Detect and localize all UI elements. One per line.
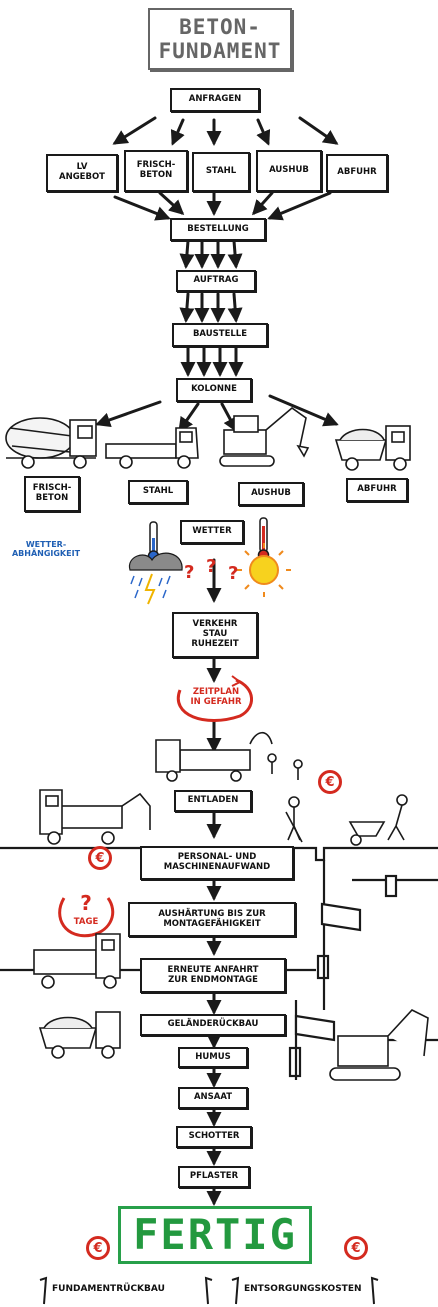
arrow: [268, 394, 339, 427]
euro-icon: €: [88, 846, 112, 870]
arrow: [112, 116, 157, 145]
step-abfuhr: ABFUHR: [326, 154, 388, 192]
vehicles-sketch: [5, 406, 411, 471]
arrow: [298, 116, 339, 145]
arrow: [227, 239, 243, 269]
step-wetter: WETTER: [180, 520, 244, 544]
arrow: [179, 239, 195, 269]
arrow: [178, 402, 200, 433]
step-verkehr: VERKEHR STAU RUHEZEIT: [172, 612, 258, 658]
arrow: [158, 191, 185, 216]
step-frischbeton: FRISCH- BETON: [124, 150, 188, 192]
lower-sketches: [33, 933, 429, 1081]
tage-swoosh: [58, 897, 115, 938]
step-aushaertung: AUSHÄRTUNG BIS ZUR MONTAGEFÄHIGKEIT: [128, 902, 296, 937]
step-auftrag: AUFTRAG: [176, 270, 256, 292]
arrow: [251, 191, 274, 216]
step-anfahrt: ERNEUTE ANFAHRT ZUR ENDMONTAGE: [140, 958, 286, 993]
step-pflaster: PFLASTER: [178, 1166, 250, 1188]
euro-icon: €: [344, 1236, 368, 1260]
bottom-brackets: [39, 1276, 379, 1305]
arrow: [113, 195, 171, 221]
step-entladen: ENTLADEN: [174, 790, 252, 812]
step-schotter: SCHOTTER: [176, 1126, 252, 1148]
step-baustelle: BAUSTELLE: [172, 323, 268, 347]
arrow: [179, 292, 195, 323]
vehicle-label-abfuhr: ABFUHR: [346, 478, 408, 502]
wetterabhaengigkeit-label: WETTER- ABHÄNGIGKEIT: [11, 540, 81, 559]
step-aushub: AUSHUB: [256, 150, 322, 192]
arrow: [267, 191, 332, 221]
unloading-sketch: [39, 731, 408, 846]
vehicle-label-frischbeton: FRISCH- BETON: [24, 476, 80, 512]
weather-sketch: [128, 517, 291, 605]
question-mark: ?: [206, 556, 217, 577]
question-mark: ?: [184, 562, 195, 583]
question-mark: ?: [228, 563, 239, 584]
tage-label: TAGE: [73, 917, 99, 927]
euro-icon: €: [86, 1236, 110, 1260]
euro-icon: €: [318, 770, 342, 794]
zeitplan-swoosh: [176, 678, 253, 723]
mixer-truck: [5, 417, 97, 469]
arrow: [256, 118, 271, 146]
flatbed-truck: [105, 427, 199, 469]
page-title: BETON- FUNDAMENT: [148, 8, 292, 70]
excavator: [219, 406, 310, 467]
tage-question-mark: ?: [80, 891, 92, 915]
vehicle-label-aushub: AUSHUB: [238, 482, 304, 506]
step-gelaenderueckbau: GELÄNDERÜCKBAU: [140, 1014, 286, 1036]
arrow: [95, 400, 162, 428]
vehicle-label-stahl: STAHL: [128, 480, 188, 504]
arrow: [227, 292, 243, 323]
dump-truck: [334, 425, 411, 471]
arrow: [170, 118, 185, 146]
step-humus: HUMUS: [178, 1047, 248, 1068]
bottom-item-entsorgungskosten: ENTSORGUNGSKOSTEN: [244, 1284, 362, 1294]
step-ansaat: ANSAAT: [178, 1087, 248, 1109]
bottom-item-fundamentrueckbau: FUNDAMENTRÜCKBAU: [52, 1284, 165, 1294]
step-personal: PERSONAL- UND MASCHINENAUFWAND: [140, 846, 294, 880]
step-anfragen: ANFRAGEN: [170, 88, 260, 112]
step-bestellung: BESTELLUNG: [170, 218, 266, 241]
zeitplan-warning: ZEITPLAN IN GEFAHR: [190, 687, 242, 707]
step-kolonne: KOLONNE: [176, 378, 252, 402]
step-fertig: FERTIG: [118, 1206, 312, 1264]
step-lv-angebot: LV ANGEBOT: [46, 154, 118, 192]
step-stahl: STAHL: [192, 152, 250, 192]
